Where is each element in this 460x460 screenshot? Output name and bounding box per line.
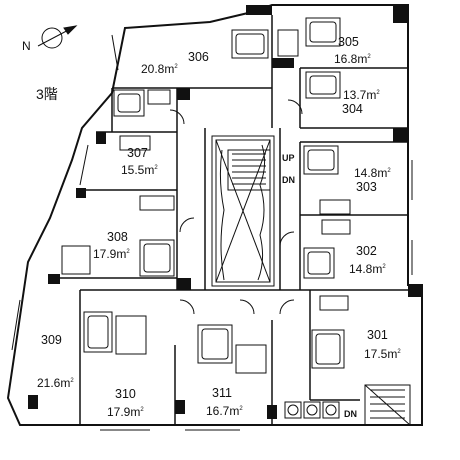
light-well (211, 135, 275, 287)
room-area-302: 14.8m2 (349, 262, 386, 276)
room-number-309: 309 (41, 333, 62, 347)
windows (11, 34, 413, 431)
room-area-310: 17.9m2 (107, 405, 144, 419)
room-number-308: 308 (107, 230, 128, 244)
compass-icon (37, 25, 78, 49)
room-area-301: 17.5m2 (364, 347, 401, 361)
doors (169, 99, 303, 315)
room-number-301: 301 (367, 328, 388, 342)
room-area-303: 14.8m2 (354, 166, 391, 180)
stair-up-label: UP (282, 153, 295, 163)
stair-down-label: DN (282, 175, 295, 185)
side-staircase (364, 384, 411, 426)
room-area-304: 13.7m2 (343, 88, 380, 102)
service-shafts (284, 401, 340, 419)
room-number-307: 307 (127, 146, 148, 160)
room-area-308: 17.9m2 (93, 247, 130, 261)
room-number-303: 303 (356, 180, 377, 194)
room-number-304: 304 (342, 102, 363, 116)
room-number-311: 311 (212, 386, 232, 400)
stair-down-label-2: DN (344, 409, 357, 419)
room-area-305: 16.8m2 (334, 52, 371, 66)
compass-north-label: N (22, 39, 31, 53)
structural-columns (28, 5, 422, 419)
room-area-309: 21.6m2 (37, 376, 74, 390)
unit-fixtures (61, 17, 351, 374)
interior-walls (60, 15, 408, 425)
room-number-306: 306 (188, 50, 209, 64)
room-number-302: 302 (356, 244, 377, 258)
floor-label: 3階 (36, 86, 58, 102)
room-number-305: 305 (338, 35, 359, 49)
room-number-310: 310 (115, 387, 136, 401)
room-area-306: 20.8m2 (141, 62, 178, 76)
main-staircase (227, 149, 271, 191)
room-area-311: 16.7m2 (206, 404, 243, 418)
room-area-307: 15.5m2 (121, 163, 158, 177)
